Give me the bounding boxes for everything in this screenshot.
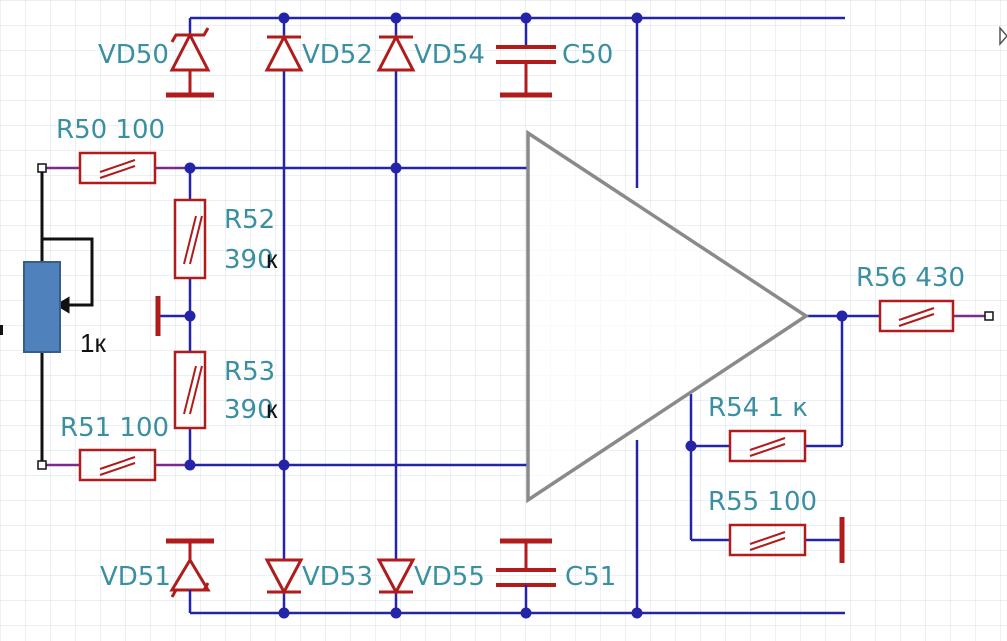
terminal-lower-left — [37, 460, 47, 470]
label-vd51: VD51 — [100, 562, 171, 592]
ground-bars — [155, 296, 845, 563]
label-vd50: VD50 — [98, 40, 169, 70]
label-vd55: VD55 — [414, 562, 485, 592]
label-r51: R51 100 — [60, 413, 169, 443]
capacitors — [496, 18, 556, 613]
resistor-r54[interactable] — [728, 429, 807, 463]
diode-vd54[interactable] — [376, 33, 416, 72]
panel-arrow-icon — [999, 26, 1007, 46]
diode-vd50[interactable] — [166, 18, 214, 98]
label-r56: R56 430 — [856, 263, 965, 293]
label-c50: C50 — [562, 40, 613, 70]
resistor-r50[interactable] — [78, 151, 157, 185]
resistor-r51[interactable] — [78, 448, 157, 482]
diode-vd52[interactable] — [264, 33, 304, 72]
diodes — [166, 18, 416, 613]
label-r53-value: 390 — [224, 395, 274, 425]
label-r53-suffix: к — [266, 394, 278, 424]
labels: VD50 VD51 VD52 VD53 VD54 VD55 C50 C51 R5… — [56, 40, 965, 592]
diode-vd51[interactable] — [166, 538, 214, 613]
opamp-triangle[interactable] — [526, 129, 810, 504]
capacitor-c51[interactable] — [496, 538, 556, 613]
label-r55: R55 100 — [708, 487, 817, 517]
diode-vd53[interactable] — [264, 558, 304, 596]
resistor-r55[interactable] — [728, 523, 807, 557]
potentiometer-wiring — [40, 168, 94, 465]
label-r50: R50 100 — [56, 115, 165, 145]
label-r52-name: R52 — [224, 205, 275, 235]
terminal-upper-left — [37, 163, 47, 173]
resistor-r53[interactable] — [173, 350, 207, 430]
capacitor-c50[interactable] — [496, 18, 556, 98]
label-vd54: VD54 — [414, 40, 485, 70]
junction-dots — [184, 12, 848, 619]
potentiometer-body[interactable] — [23, 261, 61, 353]
label-vd52: VD52 — [302, 40, 373, 70]
label-r54: R54 1 к — [708, 393, 808, 423]
label-r52-value: 390 — [224, 245, 274, 275]
label-vd53: VD53 — [302, 562, 373, 592]
resistor-r52[interactable] — [173, 198, 207, 280]
pot-left-edge-mark — [0, 325, 3, 335]
label-c51: C51 — [565, 562, 616, 592]
label-r53-name: R53 — [224, 357, 275, 387]
purple-wires — [42, 166, 988, 467]
terminals — [37, 163, 994, 470]
terminal-output — [984, 311, 994, 321]
resistor-r56[interactable] — [878, 299, 955, 333]
potentiometer-value-label: 1к — [80, 328, 106, 358]
label-r52-suffix: к — [266, 244, 278, 274]
resistors — [78, 151, 955, 557]
diode-vd55[interactable] — [376, 558, 416, 596]
